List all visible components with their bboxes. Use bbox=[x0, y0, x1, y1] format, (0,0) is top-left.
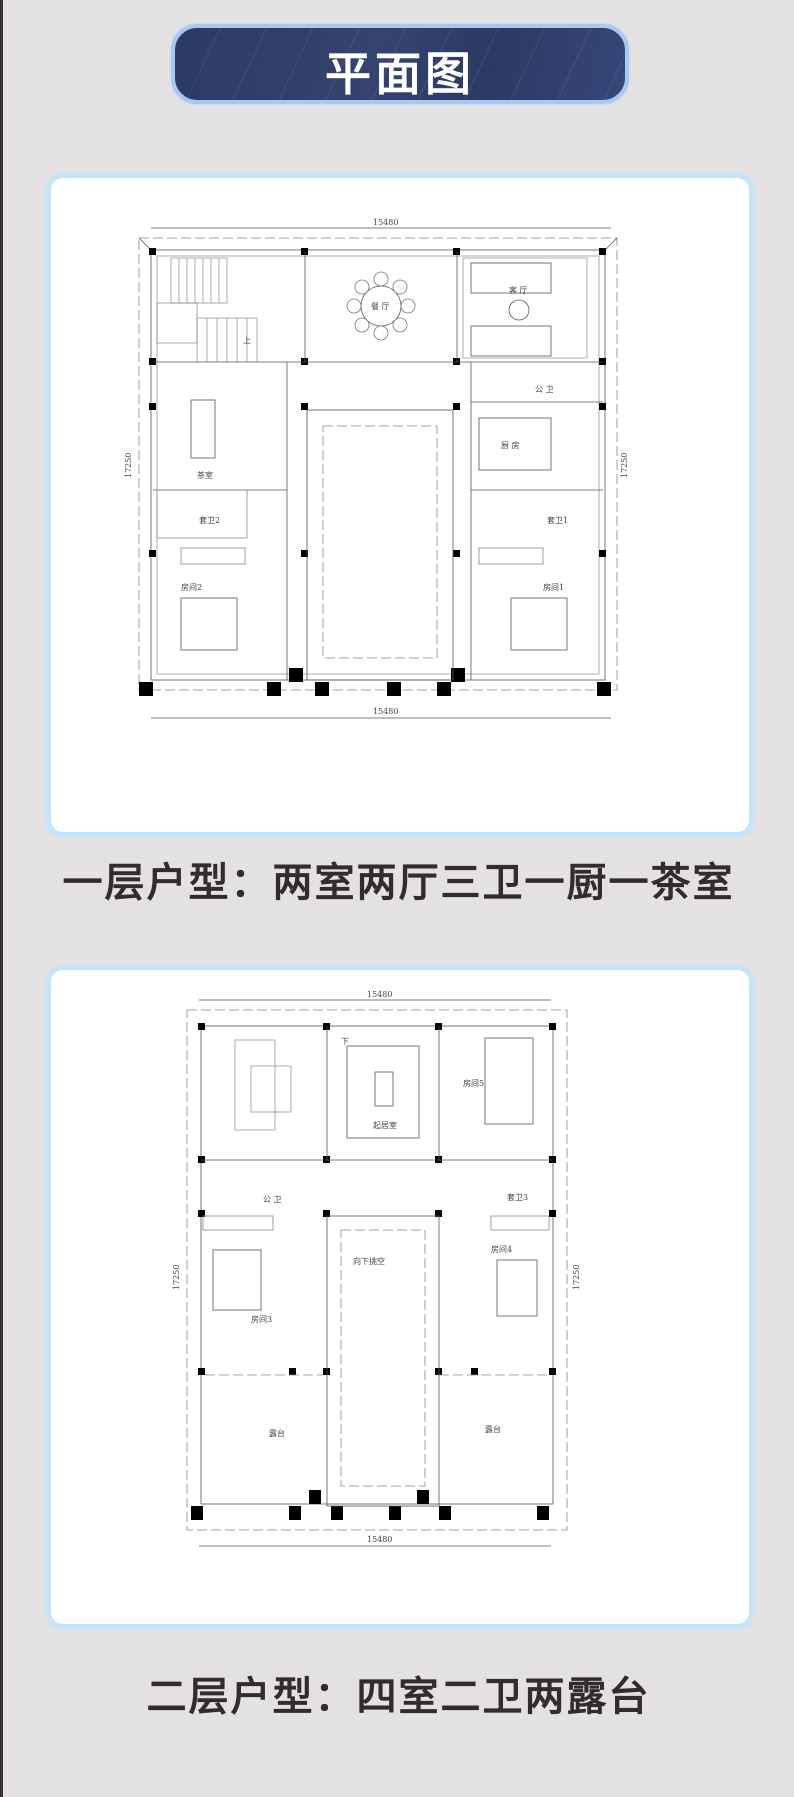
dimension-depth-left: 17250 bbox=[124, 453, 133, 478]
title-banner: 平面图 bbox=[171, 24, 629, 104]
room-label-tea-room: 茶室 bbox=[197, 470, 213, 480]
room-label-terrace-right: 露台 bbox=[485, 1424, 501, 1434]
floor-plan-1-card: 15480 bbox=[45, 172, 755, 838]
dimension-depth-right: 17250 bbox=[620, 453, 629, 478]
room-label-public-bath: 公 卫 bbox=[535, 385, 554, 394]
floor-1-caption: 一层户型：两室两厅三卫一厨一茶室 bbox=[62, 860, 735, 906]
room-label-ensuite-2: 套卫2 bbox=[199, 515, 220, 525]
room-label-kitchen: 厨 房 bbox=[501, 440, 520, 450]
dimension-depth-right: 17250 bbox=[572, 1265, 581, 1290]
room-label-living: 客 厅 bbox=[509, 285, 528, 295]
stair-down-label: 下 bbox=[341, 1037, 349, 1046]
room-label-room-2: 房间2 bbox=[181, 582, 202, 592]
room-label-void: 向下挑空 bbox=[353, 1256, 385, 1266]
dimension-width-top: 15480 bbox=[367, 990, 392, 999]
room-label-ensuite-3: 套卫3 bbox=[507, 1192, 528, 1202]
dimension-width-bottom: 15480 bbox=[373, 707, 398, 716]
dimension-width-bottom: 15480 bbox=[367, 1535, 392, 1544]
dimension-width-top: 15480 bbox=[373, 218, 398, 227]
room-label-lounge: 起居室 bbox=[373, 1120, 397, 1130]
room-label-public-bath: 公 卫 bbox=[263, 1195, 282, 1204]
stair-up-label: 上 bbox=[243, 336, 251, 345]
floor-plan-2-card: 15480 下 起居室 房 bbox=[45, 964, 755, 1630]
floor-plan-2-drawing: 15480 下 起居室 房 bbox=[172, 990, 581, 1547]
dimension-depth-left: 17250 bbox=[172, 1265, 181, 1290]
floor-plan-1-drawing: 15480 bbox=[124, 218, 629, 719]
room-label-dining: 餐 厅 bbox=[371, 302, 390, 311]
room-label-room-4: 房间4 bbox=[491, 1244, 512, 1254]
room-label-ensuite-1: 套卫1 bbox=[547, 515, 568, 525]
floor-2-caption: 二层户型：四室二卫两露台 bbox=[146, 1674, 651, 1720]
page-title: 平面图 bbox=[325, 47, 475, 101]
room-label-terrace-left: 露台 bbox=[269, 1428, 285, 1438]
room-label-room-1: 房间1 bbox=[543, 582, 564, 592]
room-label-room-5: 房间5 bbox=[463, 1078, 484, 1088]
room-label-room-3: 房间3 bbox=[251, 1314, 272, 1324]
